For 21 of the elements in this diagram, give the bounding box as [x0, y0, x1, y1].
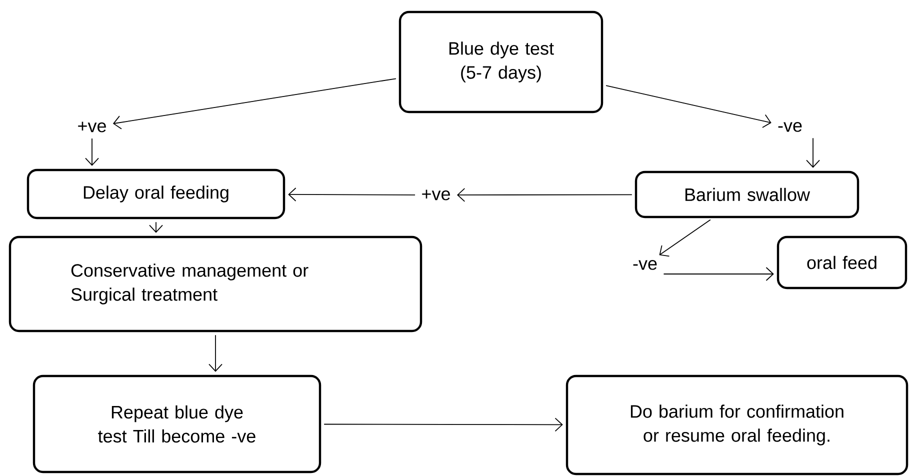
outcome-label: -ve [633, 260, 657, 270]
arrow [324, 418, 563, 432]
arrow [288, 188, 416, 202]
process-box: Delay oral feeding [26, 168, 286, 220]
arrow [663, 267, 774, 281]
arrow [208, 334, 222, 372]
arrow [85, 138, 99, 166]
process-box: oral feed [776, 236, 908, 290]
process-box: Blue dye test (5-7 days) [398, 10, 604, 114]
outcome-label: -ve [778, 122, 802, 132]
arrow [806, 138, 820, 168]
process-box: Barium swallow [634, 170, 860, 218]
arrow [112, 78, 396, 130]
arrow [456, 188, 632, 202]
process-box: Repeat blue dye test Till become -ve [32, 374, 322, 474]
arrow [606, 85, 772, 128]
arrow [659, 219, 711, 257]
process-box: Do barium for confirmation or resume oral feeding. [566, 374, 908, 476]
outcome-label: +ve [422, 190, 450, 200]
outcome-label: +ve [78, 122, 106, 132]
process-box: Conservative management or Surgical treatment [8, 236, 422, 332]
